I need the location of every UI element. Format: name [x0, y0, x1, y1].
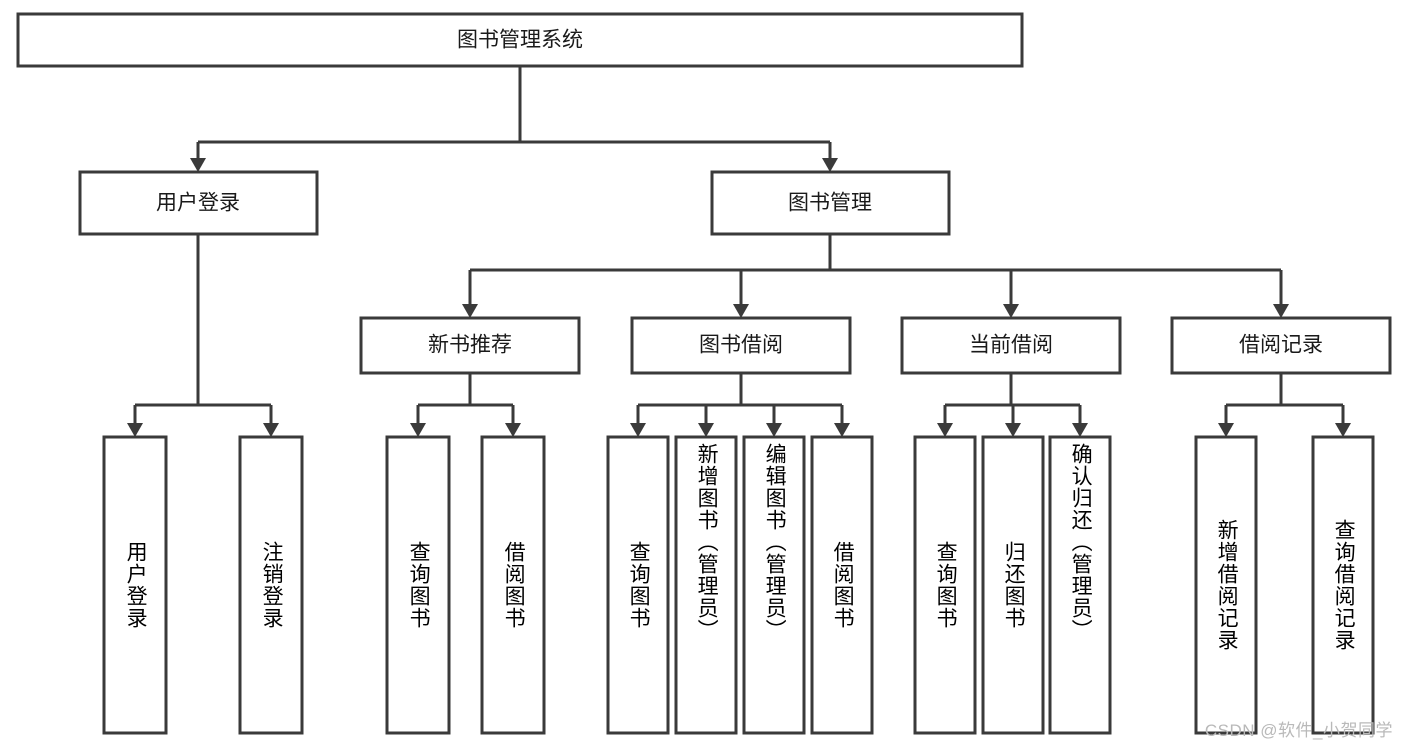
arrow-head-icon [822, 158, 838, 172]
node-root-box[interactable] [16, 12, 1024, 68]
arrow-head-icon [410, 423, 426, 437]
node-user-login-label: 用户登录 [156, 192, 240, 215]
node-book-borrow-label: 图书借阅 [699, 334, 783, 357]
arrow-head-icon [1218, 423, 1234, 437]
node-new-book-recommend-box[interactable] [359, 316, 581, 375]
leaf-box-edit-book-admin[interactable] [742, 435, 806, 735]
node-current-borrow[interactable]: 当前借阅 [900, 316, 1122, 375]
arrow-head-icon [462, 304, 478, 318]
node-new-book-recommend-label: 新书推荐 [428, 334, 512, 357]
leaf-box-logout[interactable] [238, 435, 304, 735]
node-current-borrow-box[interactable] [900, 316, 1122, 375]
arrow-head-icon [698, 423, 714, 437]
watermark-text: CSDN @软件_小贺同学 [1204, 721, 1393, 740]
arrow-head-icon [766, 423, 782, 437]
node-borrow-records-box[interactable] [1170, 316, 1392, 375]
connector-group-new-book-recommend-children [410, 373, 521, 437]
node-borrow-records-label: 借阅记录 [1239, 334, 1323, 357]
node-book-manage[interactable]: 图书管理 [710, 170, 951, 236]
arrow-head-icon [937, 423, 953, 437]
node-current-borrow-label: 当前借阅 [969, 334, 1053, 357]
arrow-head-icon [630, 423, 646, 437]
arrow-head-icon [733, 304, 749, 318]
arrow-head-icon [190, 158, 206, 172]
connector-group-book-borrow-children [630, 373, 850, 437]
arrow-head-icon [1005, 423, 1021, 437]
leaf-box-add-borrow-record[interactable] [1194, 435, 1258, 735]
leaf-box-query-borrow-record[interactable] [1311, 435, 1375, 735]
arrow-head-icon [263, 423, 279, 437]
leaf-box-borrow-book[interactable] [810, 435, 874, 735]
arrow-head-icon [1273, 304, 1289, 318]
leaf-box-query-book-current[interactable] [913, 435, 977, 735]
arrow-head-icon [834, 423, 850, 437]
connector-group-book-manage-children [462, 234, 1289, 318]
node-new-book-recommend[interactable]: 新书推荐 [359, 316, 581, 375]
node-book-borrow[interactable]: 图书借阅 [630, 316, 852, 375]
leaf-box-user-login[interactable] [102, 435, 168, 735]
arrow-head-icon [1072, 423, 1088, 437]
arrow-head-icon [1335, 423, 1351, 437]
node-borrow-records[interactable]: 借阅记录 [1170, 316, 1392, 375]
leaf-box-add-book-admin[interactable] [674, 435, 738, 735]
node-user-login[interactable]: 用户登录 [78, 170, 319, 236]
leaf-box-query-book-recommend[interactable] [385, 435, 451, 735]
leaf-box-query-book-borrow[interactable] [606, 435, 670, 735]
connector-group-borrow-records-children [1218, 373, 1351, 437]
node-book-manage-box[interactable] [710, 170, 951, 236]
node-root[interactable]: 图书管理系统 [16, 12, 1024, 68]
node-book-borrow-box[interactable] [630, 316, 852, 375]
node-book-manage-label: 图书管理 [788, 192, 872, 215]
node-user-login-box[interactable] [78, 170, 319, 236]
leaf-box-borrow-book-recommend[interactable] [480, 435, 546, 735]
arrow-head-icon [127, 423, 143, 437]
node-root-label: 图书管理系统 [457, 29, 583, 52]
connector-group-current-borrow-children [937, 373, 1088, 437]
connector-group-root-to-level2 [190, 66, 838, 172]
leaf-box-return-book[interactable] [981, 435, 1045, 735]
arrow-head-icon [505, 423, 521, 437]
leaf-box-confirm-return-admin[interactable] [1048, 435, 1112, 735]
connector-group-user-login-children [127, 234, 279, 437]
arrow-head-icon [1003, 304, 1019, 318]
